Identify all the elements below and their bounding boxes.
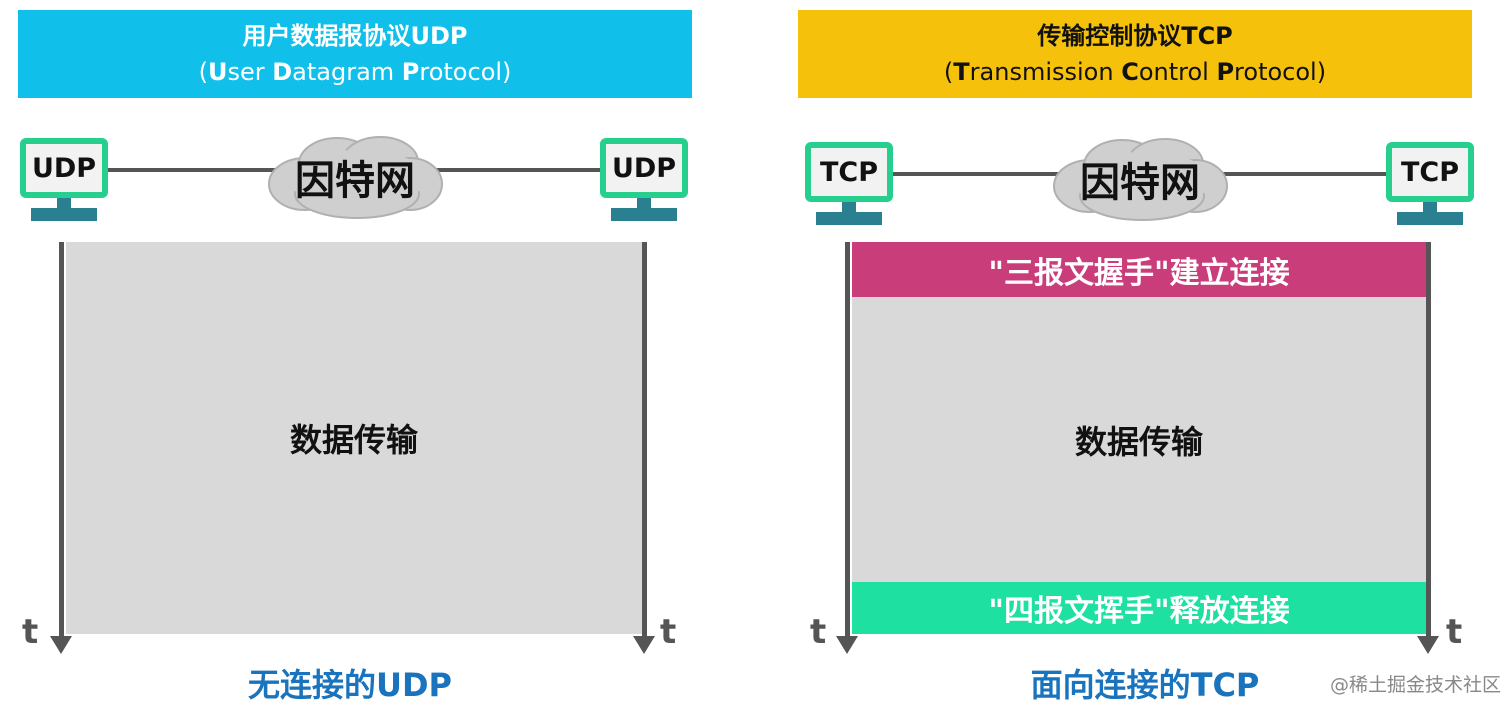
tcp-right-host-label: TCP bbox=[1400, 156, 1460, 188]
tcp-four-way-teardown-bar: "四报文挥手"释放连接 bbox=[852, 582, 1426, 634]
udp-right-monitor-stand bbox=[637, 198, 651, 208]
tcp-internet-label: 因特网 bbox=[1080, 160, 1200, 206]
udp-right-time-label: t bbox=[660, 612, 677, 652]
udp-title-banner: 用户数据报协议UDP (User Datagram Protocol) bbox=[18, 10, 692, 98]
tcp-right-time-label: t bbox=[1446, 612, 1463, 652]
udp-left-timeline-arrow-icon bbox=[50, 636, 72, 654]
tcp-left-monitor-stand bbox=[842, 202, 856, 212]
tcp-left-timeline-arrow-icon bbox=[836, 636, 858, 654]
udp-caption: 无连接的UDP bbox=[247, 666, 452, 704]
tcp-right-monitor-stand bbox=[1423, 202, 1437, 212]
tcp-right-timeline bbox=[1426, 242, 1431, 638]
udp-left-monitor-base bbox=[31, 208, 97, 221]
tcp-data-transfer-label: 数据传输 bbox=[1074, 422, 1203, 461]
udp-data-transfer-area: 数据传输 bbox=[66, 242, 642, 634]
udp-right-timeline-arrow-icon bbox=[633, 636, 655, 654]
tcp-right-timeline-arrow-icon bbox=[1417, 636, 1439, 654]
udp-data-transfer-label: 数据传输 bbox=[289, 421, 418, 459]
udp-subtitle: (User Datagram Protocol) bbox=[198, 58, 512, 86]
tcp-three-way-handshake-bar: "三报文握手"建立连接 bbox=[852, 242, 1426, 297]
udp-right-host-label: UDP bbox=[611, 152, 677, 184]
tcp-handshake-label: "三报文握手"建立连接 bbox=[988, 255, 1290, 291]
udp-left-host-monitor-icon: UDP bbox=[20, 138, 108, 198]
udp-left-time-label: t bbox=[22, 612, 39, 652]
watermark: @稀土掘金技术社区 bbox=[1330, 674, 1502, 696]
tcp-subtitle: (Transmission Control Protocol) bbox=[943, 58, 1327, 86]
tcp-internet-cloud-icon: 因特网 bbox=[1050, 134, 1230, 224]
tcp-left-timeline bbox=[845, 242, 850, 638]
udp-internet-cloud-icon: 因特网 bbox=[265, 132, 445, 222]
tcp-left-host-monitor-icon: TCP bbox=[805, 142, 893, 202]
tcp-left-monitor-base bbox=[816, 212, 882, 225]
tcp-data-transfer-area: 数据传输 bbox=[852, 297, 1426, 582]
udp-right-timeline bbox=[642, 242, 647, 638]
tcp-right-host-monitor-icon: TCP bbox=[1386, 142, 1474, 202]
udp-right-host-monitor-icon: UDP bbox=[600, 138, 688, 198]
tcp-right-monitor-base bbox=[1397, 212, 1463, 225]
udp-left-monitor-stand bbox=[57, 198, 71, 208]
tcp-caption: 面向连接的TCP bbox=[1030, 666, 1260, 704]
tcp-title-banner: 传输控制协议TCP (Transmission Control Protocol… bbox=[798, 10, 1472, 98]
tcp-left-host-label: TCP bbox=[819, 156, 879, 188]
tcp-left-time-label: t bbox=[810, 612, 827, 652]
udp-left-host-label: UDP bbox=[31, 152, 97, 184]
udp-internet-label: 因特网 bbox=[295, 158, 415, 204]
udp-left-timeline bbox=[59, 242, 64, 638]
tcp-title: 传输控制协议TCP bbox=[1037, 22, 1233, 50]
udp-title: 用户数据报协议UDP bbox=[242, 22, 468, 50]
udp-right-monitor-base bbox=[611, 208, 677, 221]
tcp-teardown-label: "四报文挥手"释放连接 bbox=[988, 594, 1290, 629]
